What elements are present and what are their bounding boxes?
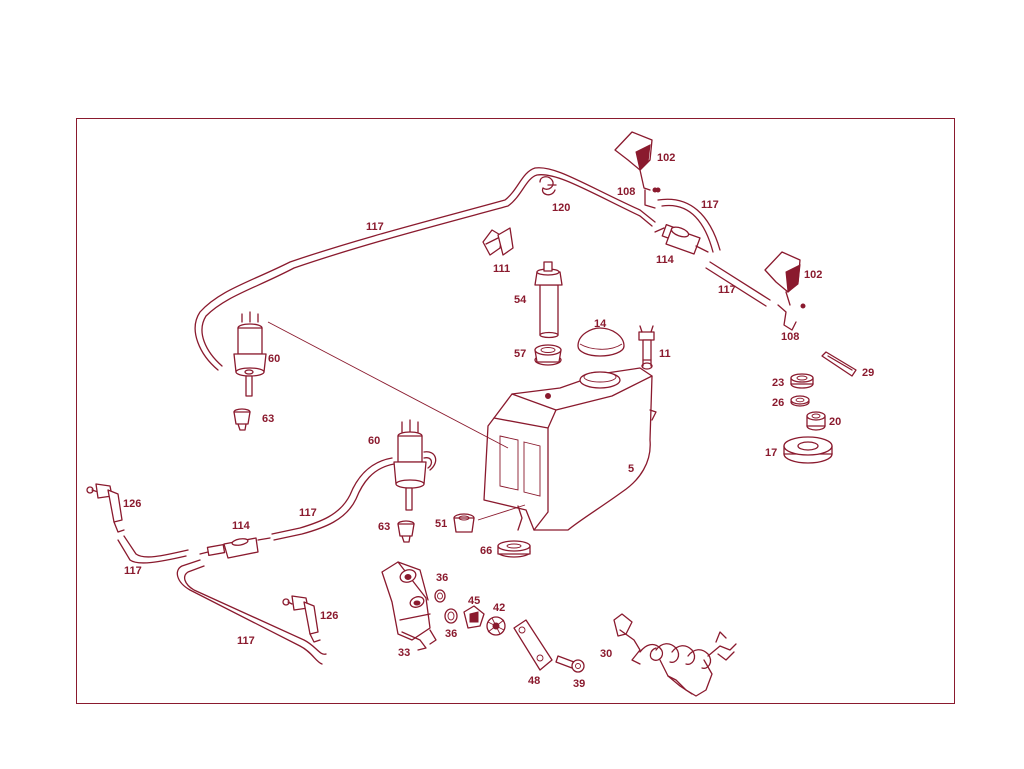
- nozzle-102-upper: [614, 131, 661, 209]
- callout-51: 51: [435, 518, 447, 530]
- grommet-63-upper: [233, 408, 251, 431]
- clip-111: [482, 227, 514, 256]
- callout-11: 11: [659, 348, 671, 360]
- callout-108-lower: 108: [781, 331, 799, 343]
- callout-33: 33: [398, 647, 410, 659]
- callout-5: 5: [628, 463, 634, 475]
- lock-washer-42: [486, 616, 506, 636]
- seal-66: [497, 540, 531, 558]
- nozzle-126-lower: [282, 595, 321, 643]
- reservoir-tank-5: [483, 367, 657, 531]
- pump-60-upper: [233, 311, 267, 397]
- nozzle-126-upper: [86, 483, 125, 533]
- callout-120: 120: [552, 202, 570, 214]
- callout-54: 54: [514, 294, 527, 306]
- check-valve-114-lower: [199, 537, 271, 559]
- pump-60-lower: [393, 419, 437, 511]
- grommet-51: [453, 513, 475, 533]
- filler-pipe-54: [534, 261, 563, 339]
- leader-line-pump: [267, 321, 509, 449]
- grommet-20: [806, 411, 826, 431]
- callout-63-upper: 63: [262, 413, 274, 425]
- callout-36-lower: 36: [445, 628, 457, 640]
- callout-117-top: 117: [366, 221, 384, 233]
- bracket-48: [513, 619, 553, 671]
- callout-42: 42: [493, 602, 505, 614]
- cap-14: [577, 327, 625, 357]
- callout-14: 14: [594, 318, 607, 330]
- callout-labels: 5 11 14 17 20 23 26 29 30 33 36 36 39 42…: [123, 152, 874, 690]
- callout-26: 26: [772, 397, 784, 409]
- callout-117-bottom: 117: [237, 635, 255, 647]
- level-sensor-11: [638, 325, 655, 370]
- hose-117-left: [117, 535, 327, 665]
- hose-117-upper: [194, 167, 656, 371]
- callout-60-lower: 60: [368, 435, 380, 447]
- callout-39: 39: [573, 678, 585, 690]
- callout-66: 66: [480, 545, 492, 557]
- hose-117-lower: [271, 457, 395, 541]
- pump-motor-33: [381, 561, 437, 651]
- nozzle-102-lower: [764, 251, 806, 331]
- nut-45: [463, 605, 485, 629]
- leader-line-grommet: [477, 504, 526, 521]
- callout-45: 45: [468, 595, 480, 607]
- bolt-39: [555, 655, 585, 673]
- callout-108-upper: 108: [617, 186, 635, 198]
- bracket-29: [821, 351, 857, 377]
- callout-102-upper: 102: [657, 152, 675, 164]
- washer-26: [790, 395, 810, 407]
- seal-57: [534, 344, 562, 366]
- hose-117-right: [657, 198, 771, 307]
- rubber-mount-17: [783, 436, 833, 464]
- callout-117-middle: 117: [299, 507, 317, 519]
- check-valve-114-upper: [654, 224, 709, 255]
- wiring-harness-30: [613, 613, 737, 697]
- diagram-frame: [76, 118, 955, 704]
- callout-114-upper: 114: [656, 254, 675, 266]
- callout-57: 57: [514, 348, 526, 360]
- callout-17: 17: [765, 447, 777, 459]
- o-ring-36-lower: [444, 608, 458, 624]
- callout-63-lower: 63: [378, 521, 390, 533]
- callout-117-left: 117: [124, 565, 142, 577]
- callout-102-lower: 102: [804, 269, 822, 281]
- callout-126-lower: 126: [320, 610, 338, 622]
- callout-23: 23: [772, 377, 784, 389]
- callout-114-lower: 114: [232, 520, 251, 532]
- callout-48: 48: [528, 675, 540, 687]
- callout-126-upper: 126: [123, 498, 141, 510]
- callout-36-upper: 36: [436, 572, 448, 584]
- callout-117-right: 117: [718, 284, 736, 296]
- callout-29: 29: [862, 367, 874, 379]
- callout-30: 30: [600, 648, 612, 660]
- callout-60-upper: 60: [268, 353, 280, 365]
- nut-23: [790, 373, 814, 389]
- clip-120: [539, 176, 557, 196]
- grommet-63-lower: [397, 520, 415, 543]
- o-ring-36-upper: [434, 589, 446, 603]
- callout-111: 111: [493, 263, 510, 275]
- callout-20: 20: [829, 416, 841, 428]
- callout-117-upper-right: 117: [701, 199, 719, 211]
